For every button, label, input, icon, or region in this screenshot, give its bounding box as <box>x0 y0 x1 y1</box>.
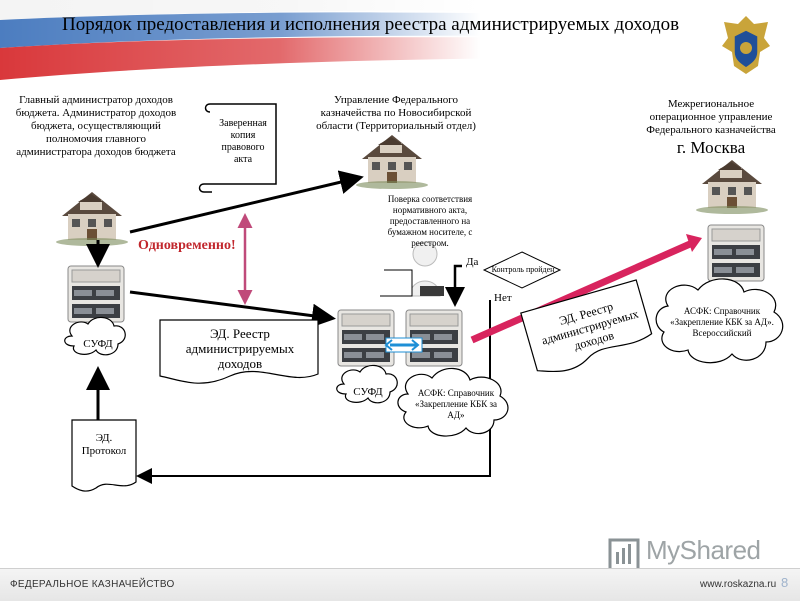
asfk-center-label: АСФК: Справочник «Закрепление КБК за АД» <box>414 388 498 420</box>
check-text: Поверка соответствия нормативного акта, … <box>387 194 473 248</box>
no-label: Нет <box>494 292 512 304</box>
page-number: 8 <box>781 575 789 590</box>
footer-organization: ФЕДЕРАЛЬНОЕ КАЗНАЧЕЙСТВО <box>10 579 175 590</box>
footer-bar <box>0 568 800 601</box>
ed-protocol-doc <box>71 419 137 492</box>
sufd-left-cloud <box>64 316 126 356</box>
left-server-icon <box>67 265 125 323</box>
arrow-sufd-to-center <box>129 290 336 328</box>
arrow-to-moscow <box>470 240 692 344</box>
right-office-city: г. Москва <box>676 138 746 157</box>
ed-protocol-label: ЭД. Протокол <box>81 432 127 457</box>
control-diamond <box>482 251 562 289</box>
arrow-to-center-office <box>129 170 364 234</box>
left-office-house-icon <box>56 192 128 246</box>
right-server-icon <box>707 224 765 282</box>
ed-registry-right-doc <box>520 279 653 373</box>
yes-label: Да <box>466 256 479 268</box>
myshared-logo-icon <box>608 538 640 572</box>
sufd-center-cloud <box>336 364 398 404</box>
person-at-desk-icon <box>380 241 444 297</box>
asfk-right-cloud <box>655 278 784 364</box>
center-office-label: Управление Федерального казначейства по … <box>316 94 476 132</box>
ed-registry-left-label: ЭД. Реестр администрируемых доходов <box>185 326 295 371</box>
page-title: Порядок предоставления и исполнения реес… <box>62 14 680 35</box>
center-office-house-icon <box>356 135 428 189</box>
arrow-no-return <box>136 300 491 484</box>
treasury-emblem-icon <box>722 16 770 74</box>
flag-banner <box>0 0 800 80</box>
right-office-house-icon <box>696 160 768 214</box>
footer-website-link[interactable]: www.roskazna.ru <box>700 579 777 590</box>
arrow-to-moscow-head <box>686 234 702 252</box>
asfk-center-cloud <box>397 367 509 437</box>
server-connector-icon <box>384 337 423 353</box>
simultaneously-label: Одновременно! <box>138 238 236 253</box>
ed-registry-left-doc <box>159 319 319 384</box>
control-passed-label: Контроль пройден <box>491 265 555 274</box>
certified-copy-label: Заверенная копия правового акта <box>219 118 267 165</box>
certified-copy-scroll <box>198 103 277 193</box>
left-office-label: Главный администратор доходов бюджета. А… <box>15 94 177 158</box>
right-office-label: Межрегиональное операционное управление … <box>646 98 776 136</box>
sufd-left-label: СУФД <box>83 338 113 350</box>
asfk-right-label: АСФК: Справочник «Закрепление КБК за АД»… <box>670 306 774 338</box>
arrow-yes <box>445 264 465 307</box>
watermark: MyShared <box>646 535 761 565</box>
sufd-center-label: СУФД <box>353 386 383 398</box>
